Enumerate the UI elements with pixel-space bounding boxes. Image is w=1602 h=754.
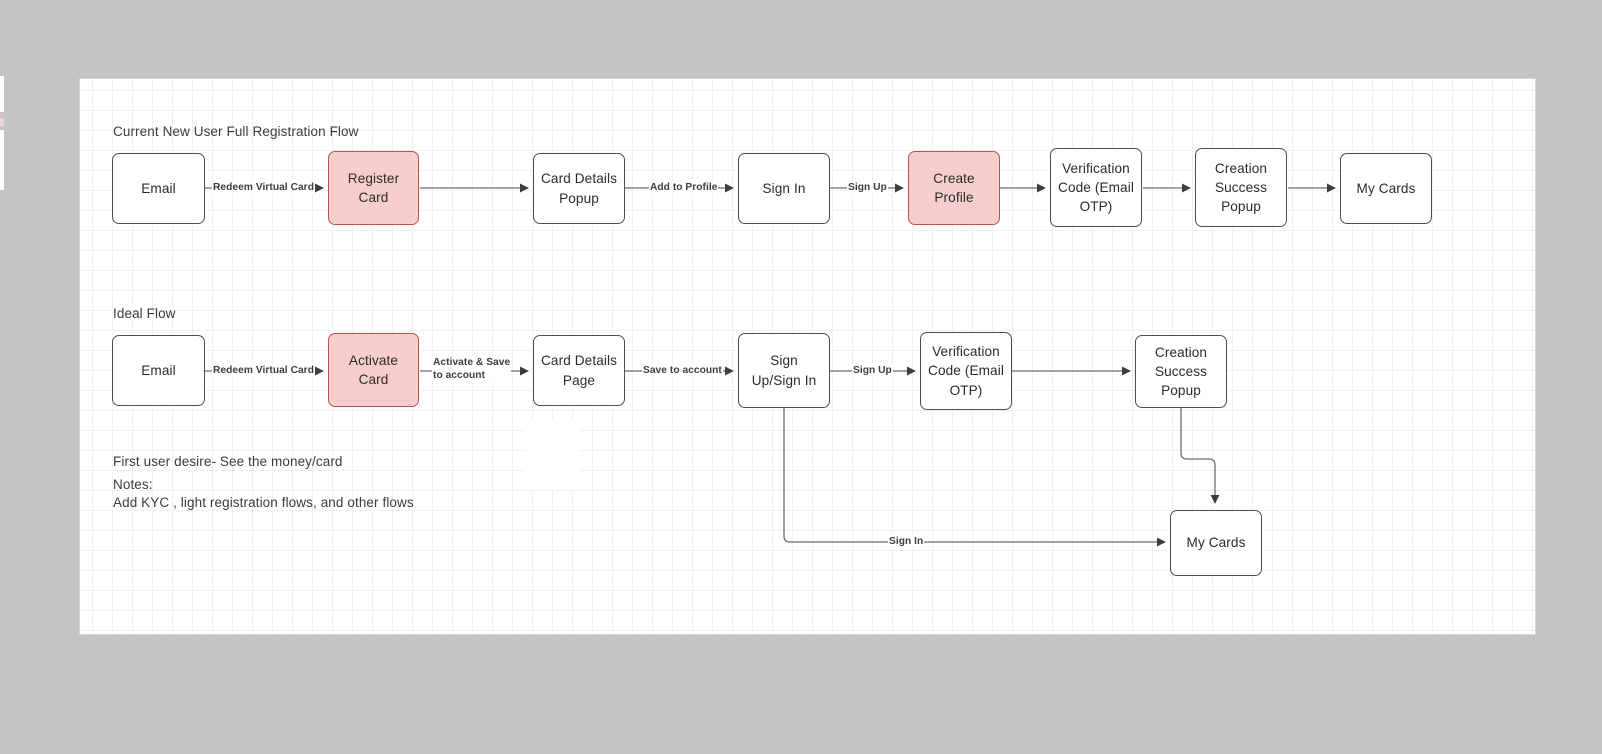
section-title-current-flow: Current New User Full Registration Flow [113,124,359,139]
edge-r2-success-to-mycards [1180,408,1220,504]
edge-label-r1-add-to-profile: Add to Profile [649,181,719,195]
node-r1-creation-success-popup[interactable]: Creation Success Popup [1195,148,1287,227]
note-first-user-desire: First user desire- See the money/card [113,454,343,469]
node-r1-card-details-popup[interactable]: Card Details Popup [533,153,625,224]
node-r2-email[interactable]: Email [112,335,205,406]
node-r2-activate-card[interactable]: Activate Card [328,333,419,407]
node-r2-card-details-page[interactable]: Card Details Page [533,335,625,406]
edge-label-r1-sign-up: Sign Up [847,181,888,195]
node-r2-my-cards[interactable]: My Cards [1170,510,1262,576]
node-r1-create-profile[interactable]: Create Profile [908,151,1000,225]
edge-label-r2-redeem-virtual-card: Redeem Virtual Card [212,364,315,378]
left-panel-sliver-accent [0,118,4,126]
diagram-canvas[interactable]: Current New User Full Registration Flow … [80,79,1535,634]
node-r1-my-cards[interactable]: My Cards [1340,153,1432,224]
edge-label-r2-activate-and-save: Activate & Save to account [432,356,512,383]
left-panel-sliver-bottom [0,130,4,190]
node-r1-sign-in[interactable]: Sign In [738,153,830,224]
note-heading: Notes: [113,477,153,492]
node-r1-email[interactable]: Email [112,153,205,224]
node-r2-creation-success-popup[interactable]: Creation Success Popup [1135,335,1227,408]
node-r2-verification-code[interactable]: Verification Code (Email OTP) [920,332,1012,410]
blank-rectangle-shape[interactable] [525,420,580,490]
node-r1-register-card[interactable]: Register Card [328,151,419,225]
edge-label-r2-sign-up: Sign Up [852,364,893,378]
edge-label-r1-redeem-virtual-card: Redeem Virtual Card [212,181,315,195]
node-r1-verification-code[interactable]: Verification Code (Email OTP) [1050,148,1142,227]
edge-r2-signup-to-mycards [783,408,1166,547]
edge-label-r2-sign-in: Sign In [888,535,925,549]
left-panel-sliver-top [0,76,4,112]
section-title-ideal-flow: Ideal Flow [113,306,176,321]
edge-label-r2-save-to-account: Save to account [642,364,723,378]
node-r2-sign-up-sign-in[interactable]: Sign Up/Sign In [738,333,830,408]
note-body: Add KYC , light registration flows, and … [113,495,414,510]
